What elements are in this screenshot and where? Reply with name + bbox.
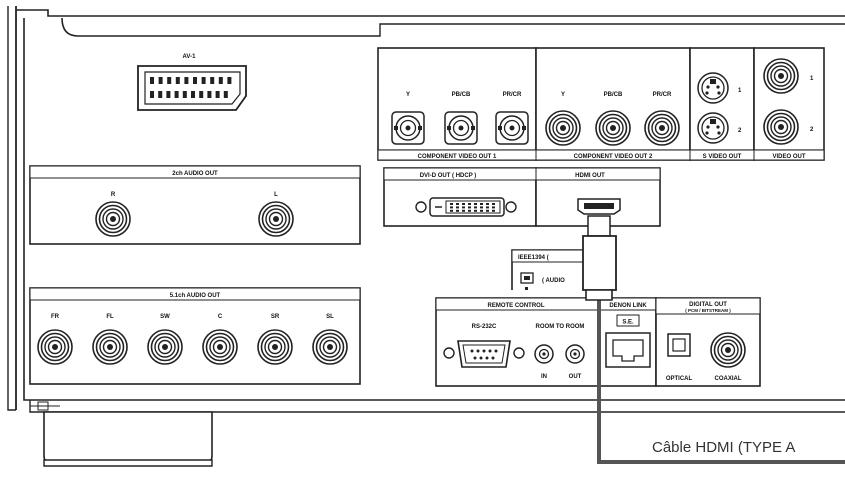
- ch51-sw-jack[interactable]: [147, 329, 183, 365]
- se-label: S.E.: [622, 320, 634, 326]
- hdmi-label: HDMI OUT: [575, 173, 605, 179]
- comp2-pb-jack[interactable]: [595, 110, 631, 146]
- room-out-label: OUT: [569, 374, 582, 380]
- hdmi-cable-caption: Câble HDMI (TYPE A: [652, 439, 795, 456]
- top-ridge: [360, 23, 845, 37]
- video-out-2-number: 2: [810, 127, 814, 133]
- comp1-pb-label: PB/CB: [452, 92, 471, 98]
- room-in-label: IN: [541, 374, 547, 380]
- 2ch-r-label: R: [111, 192, 116, 198]
- video-out-2-jack[interactable]: [763, 109, 799, 145]
- video-out-1-jack[interactable]: [763, 58, 799, 94]
- ch51-sl-label: SL: [326, 314, 334, 320]
- ch51-sr-label: SR: [271, 314, 280, 320]
- ieee1394-panel: IEEE1394 ( ( AUDIO: [511, 249, 600, 290]
- ch51-fr-jack[interactable]: [37, 329, 73, 365]
- comp2-pr-jack[interactable]: [644, 110, 680, 146]
- ch51-c-jack[interactable]: [202, 329, 238, 365]
- s-video-1-number: 1: [738, 88, 742, 94]
- rs232c-connector[interactable]: [443, 340, 525, 368]
- s-video-panel: [689, 47, 755, 161]
- ieee1394-title: IEEE1394 (: [518, 255, 549, 261]
- ch51-sl-jack[interactable]: [312, 329, 348, 365]
- ieee1394-audio-label: ( AUDIO: [542, 278, 565, 284]
- denon-link-port[interactable]: [605, 332, 651, 368]
- hdmi-cable: [582, 215, 845, 464]
- comp1-y-label: Y: [406, 92, 410, 98]
- coaxial-label: COAXIAL: [715, 376, 742, 382]
- room-to-room-in-jack[interactable]: [534, 344, 554, 364]
- dvi-connector[interactable]: [415, 197, 517, 217]
- room-to-room-label: ROOM TO ROOM: [536, 324, 585, 330]
- s-video-2-jack[interactable]: [697, 112, 729, 144]
- rs232c-label: RS-232C: [472, 324, 497, 330]
- denon-link-title: DENON LINK: [609, 303, 647, 309]
- video-out-1-number: 1: [810, 76, 814, 82]
- optical-port[interactable]: [667, 333, 691, 357]
- comp2-pr-label: PR/CR: [653, 92, 672, 98]
- top-panel-edge: [61, 17, 360, 37]
- se-badge: [616, 314, 640, 327]
- av1-label: AV-1: [183, 54, 197, 60]
- bottom-ledge: [29, 400, 845, 413]
- ch51-sr-jack[interactable]: [257, 329, 293, 365]
- hdmi-connector[interactable]: [577, 198, 621, 215]
- chassis-inner-frame: [23, 18, 845, 401]
- ch51-fl-label: FL: [106, 314, 114, 320]
- chassis-top-edge: [16, 9, 845, 17]
- av1-scart-connector[interactable]: AV-1: [137, 54, 247, 111]
- room-to-room-out-jack[interactable]: [565, 344, 585, 364]
- comp2-y-label: Y: [561, 92, 565, 98]
- comp2-pb-label: PB/CB: [604, 92, 623, 98]
- s-video-2-number: 2: [738, 128, 742, 134]
- 2ch-l-label: L: [274, 192, 278, 198]
- 2ch-r-jack[interactable]: [95, 201, 131, 237]
- ch51-sw-label: SW: [160, 314, 170, 320]
- comp2-y-jack[interactable]: [545, 110, 581, 146]
- remote-control-title: REMOTE CONTROL: [488, 303, 545, 309]
- s-video-1-jack[interactable]: [697, 72, 729, 104]
- digital-out-title: DIGITAL OUT: [689, 302, 727, 308]
- digital-out-subtitle: ( PCM / BITSTREAM ): [685, 308, 731, 313]
- component-out-2-title: COMPONENT VIDEO OUT 2: [574, 154, 653, 160]
- 51ch-audio-title: 5.1ch AUDIO OUT: [170, 293, 221, 299]
- video-out-title: VIDEO OUT: [772, 154, 805, 160]
- comp1-pb-jack[interactable]: [444, 111, 478, 145]
- comp1-pr-jack[interactable]: [495, 111, 529, 145]
- foot: [43, 411, 213, 467]
- ch51-c-label: C: [218, 314, 223, 320]
- component-out-1-title: COMPONENT VIDEO OUT 1: [418, 154, 497, 160]
- ch51-fr-label: FR: [51, 314, 60, 320]
- comp1-pr-label: PR/CR: [503, 92, 522, 98]
- comp1-y-jack[interactable]: [391, 111, 425, 145]
- s-video-title: S VIDEO OUT: [703, 154, 742, 160]
- optical-label: OPTICAL: [666, 376, 693, 382]
- ch51-fl-jack[interactable]: [92, 329, 128, 365]
- 2ch-audio-panel: [29, 165, 361, 245]
- coaxial-jack[interactable]: [710, 332, 746, 368]
- 2ch-audio-title: 2ch AUDIO OUT: [172, 171, 218, 177]
- chassis-side: [7, 6, 16, 411]
- 51ch-audio-panel: [29, 287, 361, 385]
- dvi-label: DVI-D OUT ( HDCP ): [420, 173, 477, 179]
- 2ch-l-jack[interactable]: [258, 201, 294, 237]
